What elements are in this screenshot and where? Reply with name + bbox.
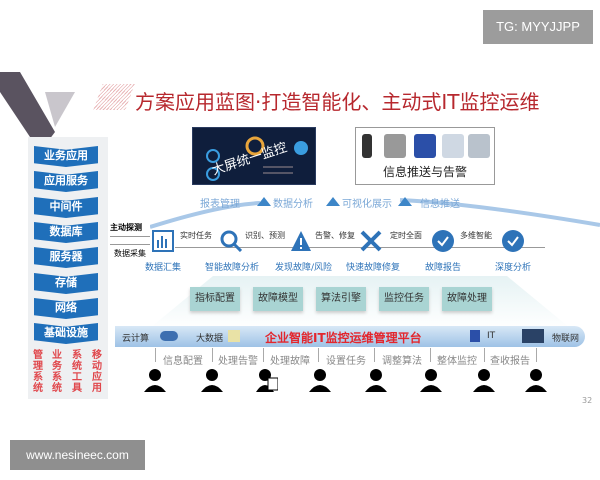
user-icon <box>309 369 331 392</box>
step-label: 快速故障修复 <box>346 263 401 273</box>
step-label: 发现故障/风险 <box>275 263 333 273</box>
warning-icon <box>291 231 311 251</box>
arrow-label: 实时任务 <box>180 231 212 240</box>
page-number: 32 <box>582 396 593 405</box>
vertical-label: 移动应用 <box>92 350 102 394</box>
flow-label: 报表管理 <box>200 199 240 210</box>
check-icon <box>502 230 524 252</box>
connector <box>110 236 150 237</box>
title-stripes <box>93 84 135 110</box>
stack-layer: 服务器 <box>34 247 98 268</box>
computer-icon <box>468 134 490 158</box>
check-icon <box>432 230 454 252</box>
corner-decoration <box>0 72 75 152</box>
action-label: 调整算法 <box>382 356 422 367</box>
user-icon <box>365 369 387 392</box>
cloud-icon <box>160 331 178 341</box>
stack-layer: 业务应用 <box>34 146 98 167</box>
action-label: 设置任务 <box>326 356 366 367</box>
arrow-label: 识别、预测 <box>245 231 285 240</box>
module-box: 算法引擎 <box>316 287 366 311</box>
module-box: 故障处理 <box>442 287 492 311</box>
dashboard-chart-icon <box>206 136 308 181</box>
user-icon <box>201 369 223 392</box>
connector <box>155 348 156 362</box>
up-arrow-icon <box>326 197 340 206</box>
speaker-icon <box>442 134 464 158</box>
module-box: 监控任务 <box>379 287 429 311</box>
cloud-label: 云计算 <box>122 334 150 344</box>
vertical-label: 管理系统 <box>33 350 43 394</box>
slide-title: 方案应用蓝图·打造智能化、主动式IT监控运维 <box>135 90 540 114</box>
step-label: 数据汇集 <box>145 263 182 273</box>
dashboard-screenshot <box>192 127 316 185</box>
collect-label: 数据采集 <box>114 249 146 258</box>
alert-box-label: 信息推送与告警 <box>382 165 467 179</box>
connector <box>110 244 150 245</box>
stack-layer: 中间件 <box>34 197 98 218</box>
module-box: 指标配置 <box>190 287 240 311</box>
arrow-label: 定时全面 <box>390 231 422 240</box>
stack-layer: 网络 <box>34 298 98 319</box>
vertical-label: 系统工具 <box>72 350 82 394</box>
bar-chart-icon <box>152 230 174 252</box>
step-label: 智能故障分析 <box>205 263 260 273</box>
iot-label: 物联网 <box>552 334 580 344</box>
iot-icon <box>522 329 544 343</box>
step-label: 故障报告 <box>425 263 462 273</box>
action-label: 信息配置 <box>163 356 203 367</box>
connector <box>430 348 431 362</box>
up-arrow-icon <box>257 197 271 206</box>
module-box: 故障模型 <box>253 287 303 311</box>
action-label: 查收报告 <box>490 356 530 367</box>
connector <box>484 348 485 362</box>
wrench-icon <box>360 230 382 252</box>
connector <box>536 348 537 362</box>
arrow-label: 告警、修复 <box>315 231 355 240</box>
user-icon <box>144 369 166 392</box>
stack-layer: 数据库 <box>34 222 98 243</box>
stack-layer: 应用服务 <box>34 171 98 192</box>
step-label: 深度分析 <box>495 263 532 273</box>
probe-label: 主动探测 <box>110 223 142 232</box>
vertical-label: 业务系统 <box>52 350 62 394</box>
flow-label: 信息推送 <box>420 199 460 210</box>
search-icon <box>220 230 242 252</box>
user-icon <box>420 369 442 392</box>
process-line <box>175 247 545 248</box>
action-label: 处理故障 <box>270 356 310 367</box>
bigdata-icon <box>228 330 240 342</box>
user-icon <box>256 369 278 392</box>
phone-icon <box>362 134 372 158</box>
alert-box: 信息推送与告警 <box>355 127 495 185</box>
it-label: IT <box>487 331 496 341</box>
app-icon <box>414 134 436 158</box>
up-arrow-icon <box>398 197 412 206</box>
arrow-label: 多维智能 <box>460 231 492 240</box>
platform-name: 企业智能IT监控运维管理平台 <box>265 331 422 345</box>
user-icon <box>473 369 495 392</box>
email-icon <box>384 134 406 158</box>
bigdata-label: 大数据 <box>196 334 224 344</box>
watermark-url: www.nesineec.com <box>10 440 145 470</box>
user-icon <box>525 369 547 392</box>
connector <box>374 348 375 362</box>
stack-layer: 存储 <box>34 273 98 294</box>
flow-label: 数据分析 <box>273 199 313 210</box>
flow-label: 可视化展示 <box>342 199 392 210</box>
stack-layer: 基础设施 <box>34 323 98 344</box>
action-label: 处理告警 <box>218 356 258 367</box>
action-label: 整体监控 <box>437 356 477 367</box>
it-icon <box>470 330 480 342</box>
flow-curve <box>150 198 600 229</box>
connector <box>318 348 319 362</box>
connector <box>263 348 264 362</box>
watermark-badge: TG: MYYJJPP <box>483 10 593 44</box>
connector <box>212 348 213 362</box>
